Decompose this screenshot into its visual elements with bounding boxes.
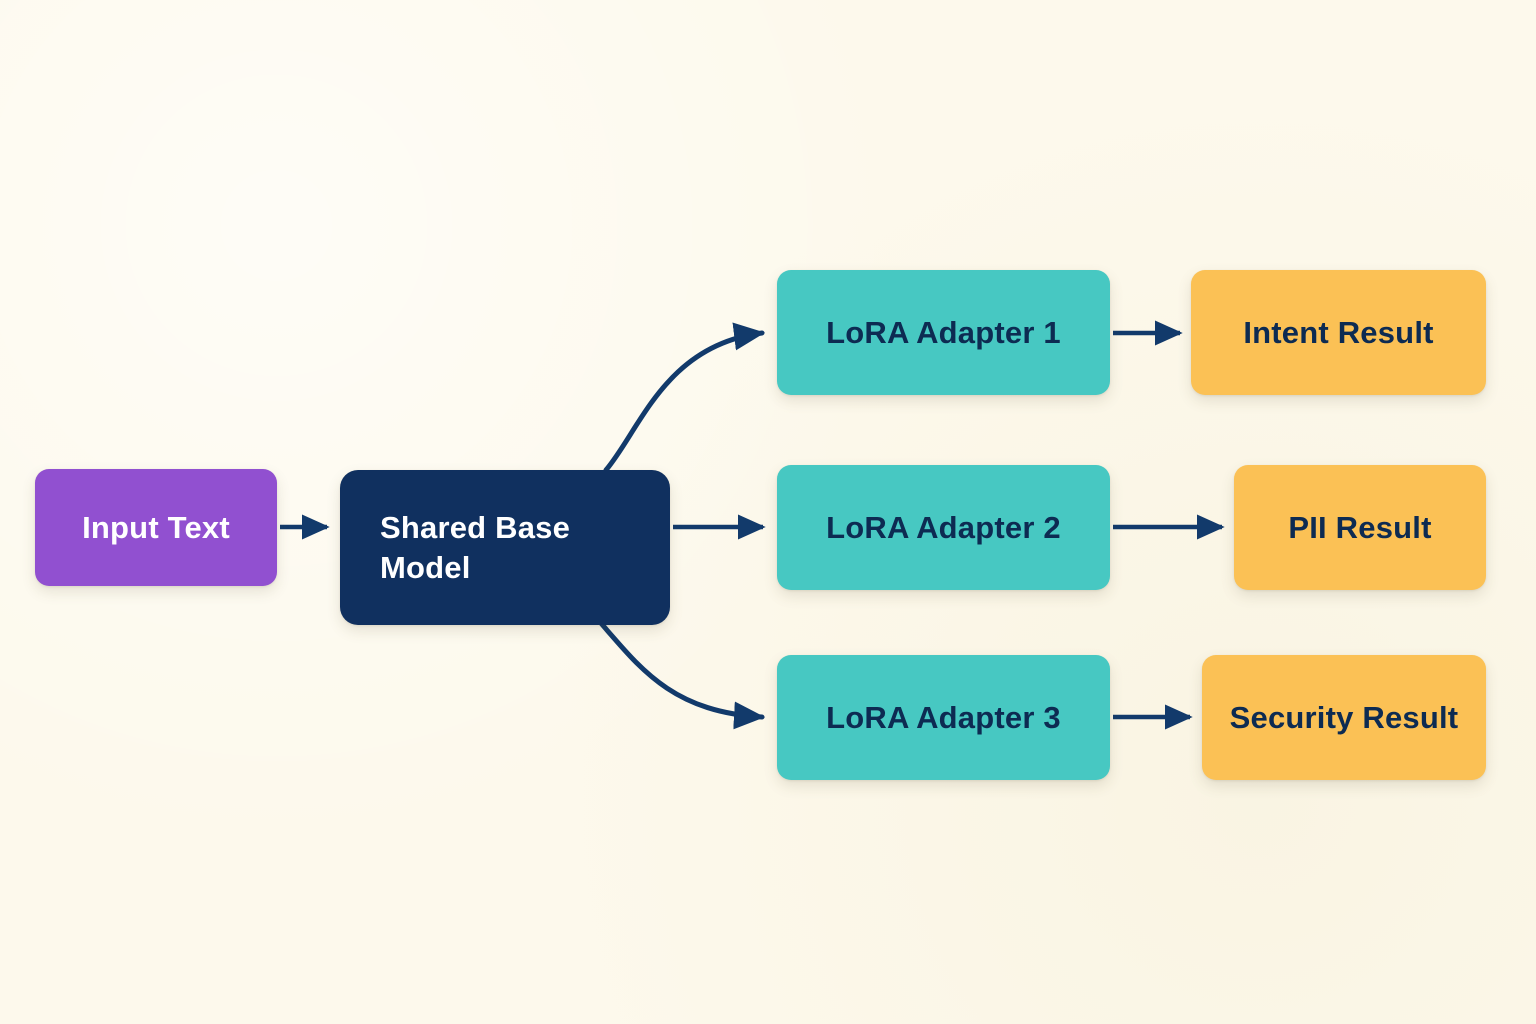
node-pii-result[interactable]: PII Result — [1234, 465, 1486, 590]
node-shared-base-model[interactable]: Shared Base Model — [340, 470, 670, 625]
node-lora-adapter-1[interactable]: LoRA Adapter 1 — [777, 270, 1110, 395]
node-intent-result-label: Intent Result — [1243, 314, 1434, 350]
edge-base-to-adapter-1 — [603, 322, 765, 473]
node-input-text[interactable]: Input Text — [35, 469, 277, 586]
node-security-result[interactable]: Security Result — [1202, 655, 1486, 780]
node-lora-adapter-2-label: LoRA Adapter 2 — [826, 509, 1061, 545]
node-pii-result-label: PII Result — [1288, 509, 1432, 545]
node-intent-result[interactable]: Intent Result — [1191, 270, 1486, 395]
node-shared-base-model-label: Shared Base Model — [380, 509, 571, 585]
edge-base-to-adapter-3 — [597, 619, 765, 730]
node-lora-adapter-3[interactable]: LoRA Adapter 3 — [777, 655, 1110, 780]
node-security-result-label: Security Result — [1229, 699, 1459, 735]
node-lora-adapter-1-label: LoRA Adapter 1 — [826, 314, 1061, 350]
node-lora-adapter-2[interactable]: LoRA Adapter 2 — [777, 465, 1110, 590]
node-lora-adapter-3-label: LoRA Adapter 3 — [826, 699, 1061, 735]
node-input-text-label: Input Text — [82, 509, 230, 545]
